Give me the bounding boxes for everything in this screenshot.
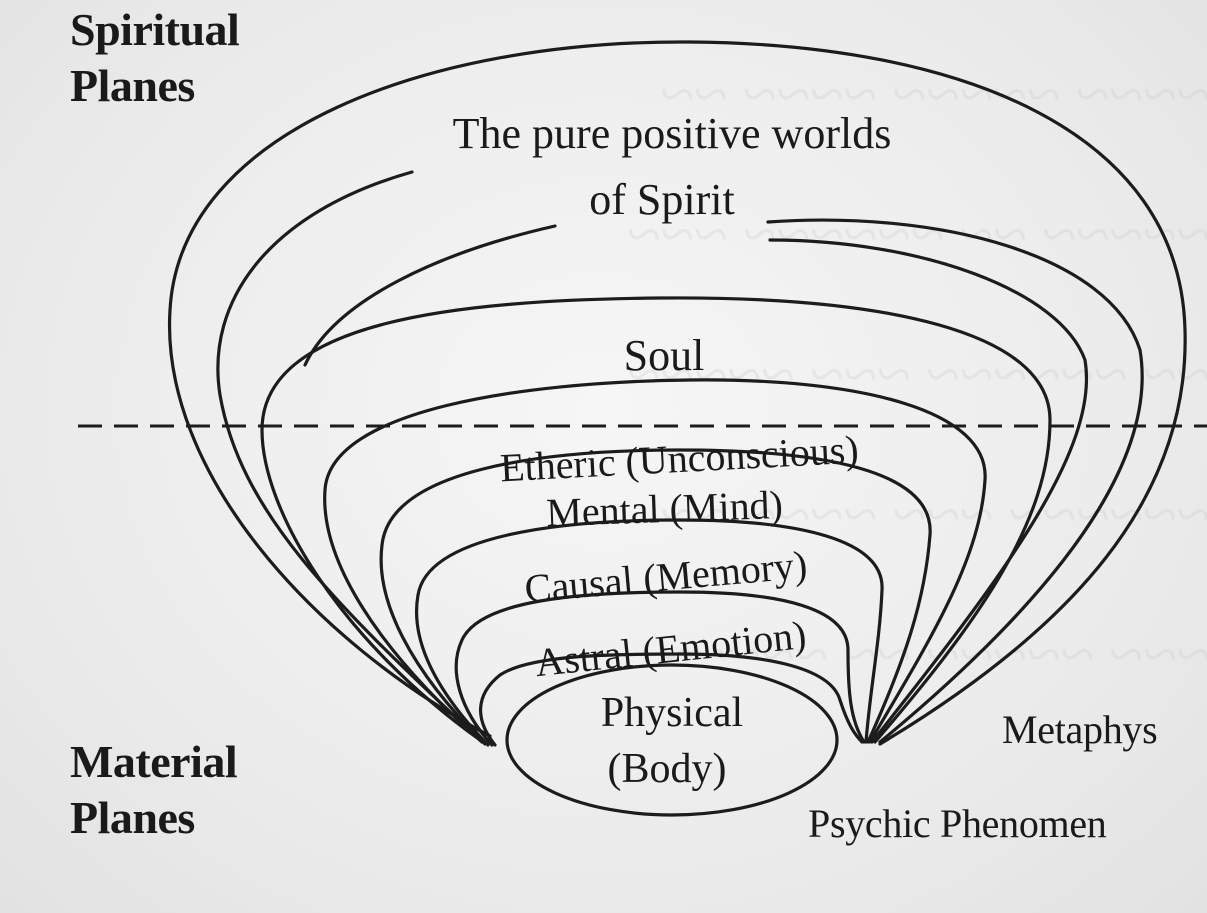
spiritual-planes-line1: Spiritual: [70, 4, 240, 55]
spirit-label-line2: of Spirit: [589, 175, 734, 224]
physical-label-line2: (Body): [608, 746, 727, 792]
physical-label-line1: Physical: [601, 690, 743, 736]
astral-label: Astral (Emotion): [533, 612, 808, 685]
spirit-inner-arc-right: [303, 224, 557, 367]
mental-label: Mental (Mind): [546, 482, 784, 535]
astral-arc: [454, 590, 866, 747]
body-ellipse: [505, 663, 839, 817]
spirit-inner-arc-right-3: [768, 238, 1088, 744]
spirit-inner-arc-left: [216, 170, 482, 742]
metaphysics-label: Metaphys: [1002, 707, 1158, 752]
spirit-inner-arc-right-2: [766, 218, 1144, 744]
causal-arc: [414, 518, 884, 747]
etheric-arc: [323, 378, 987, 744]
causal-label: Causal (Memory): [523, 542, 809, 612]
mental-arc: [379, 448, 932, 746]
material-planes-line2: Planes: [70, 792, 195, 843]
physical-arc: [479, 652, 864, 747]
spiritual-planes-label: Spiritual Planes: [70, 2, 240, 114]
psychic-phenomena-label: Psychic Phenomen: [808, 801, 1107, 846]
material-planes-line1: Material: [70, 736, 238, 787]
etheric-label: Etheric (Unconscious): [499, 427, 860, 491]
spiritual-planes-line2: Planes: [70, 60, 195, 111]
material-planes-label: Material Planes: [70, 734, 238, 846]
soul-label: Soul: [624, 331, 705, 380]
soul-arc: [260, 296, 1052, 744]
spirit-label-line1: The pure positive worlds: [453, 109, 892, 158]
spirit-outer-arc: [167, 40, 1187, 746]
